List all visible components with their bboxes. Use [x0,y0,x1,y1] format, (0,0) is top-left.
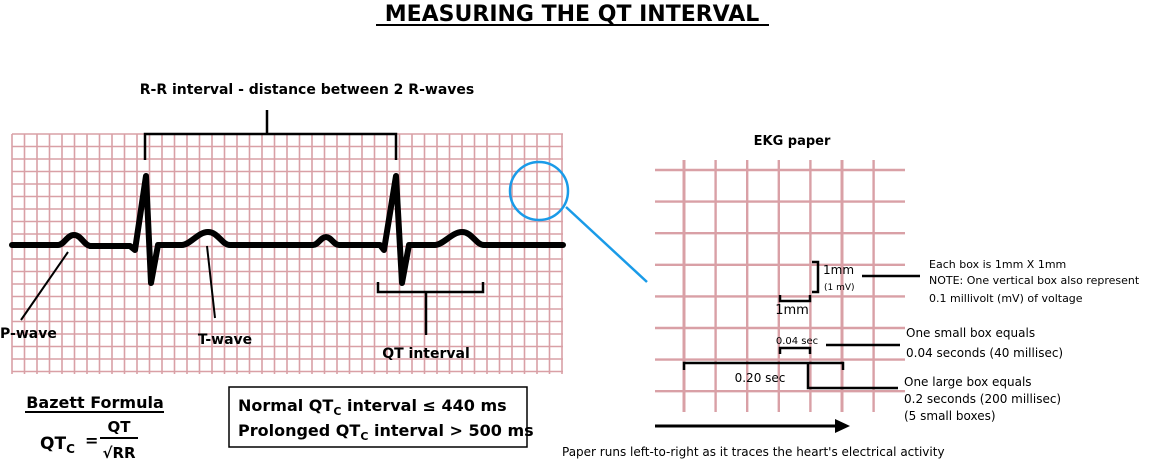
bazett-denominator: √RR [102,444,136,462]
large-note-pointer [806,364,898,390]
large-box-marker [682,361,845,370]
box-height-mv-label: (1 mV) [824,283,855,293]
magnifier-connector [565,206,648,283]
bazett-equals: = [85,431,98,450]
rr-interval-label: R-R interval - distance between 2 R-wave… [140,82,474,98]
t-wave-label: T-wave [198,332,252,348]
ekg-strip-grid [11,133,563,374]
page-title: MEASURING THE QT INTERVAL [385,2,760,27]
p-wave-label: P-wave [0,326,57,342]
p-wave-pointer [20,251,69,321]
t-wave-pointer [206,245,216,319]
qt-bracket [376,282,485,335]
box-height-label: 1mm [823,263,854,277]
bazett-title: Bazett Formula [26,393,164,412]
note-large-line3: (5 small boxes) [904,409,996,423]
note-box-line3: 0.1 millivolt (mV) of voltage [929,292,1083,305]
bazett-lhs: QTC [40,434,75,456]
note-large-line2: 0.2 seconds (200 millisec) [904,392,1061,406]
ecg-trace [9,173,566,286]
large-box-time-label: 0.20 sec [735,371,786,385]
note-box-line2: NOTE: One vertical box also represent [929,274,1140,287]
note-large-line1: One large box equals [904,375,1032,389]
box-width-label: 1mm [775,303,809,318]
paper-direction-arrow-head [835,419,850,433]
small-box-time-label: 0.04 sec [776,336,818,347]
magnifier-circle [508,160,570,222]
prolonged-qtc-text: Prolonged QTC interval > 500 ms [238,421,534,443]
normal-qtc-text: Normal QTC interval ≤ 440 ms [238,396,507,418]
paper-direction-label: Paper runs left-to-right as it traces th… [562,445,945,459]
small-box-marker [778,346,812,354]
note-box-line1: Each box is 1mm X 1mm [929,258,1066,271]
note-small-line2: 0.04 seconds (40 millisec) [906,346,1063,360]
qt-interval-label: QT interval [382,346,470,362]
bazett-numerator: QT [108,418,132,436]
rr-bracket [143,110,398,160]
normal-values-box [228,386,528,448]
note-small-line1: One small box equals [906,326,1035,340]
box-marker [778,260,820,303]
ekg-paper-title: EKG paper [754,134,831,149]
